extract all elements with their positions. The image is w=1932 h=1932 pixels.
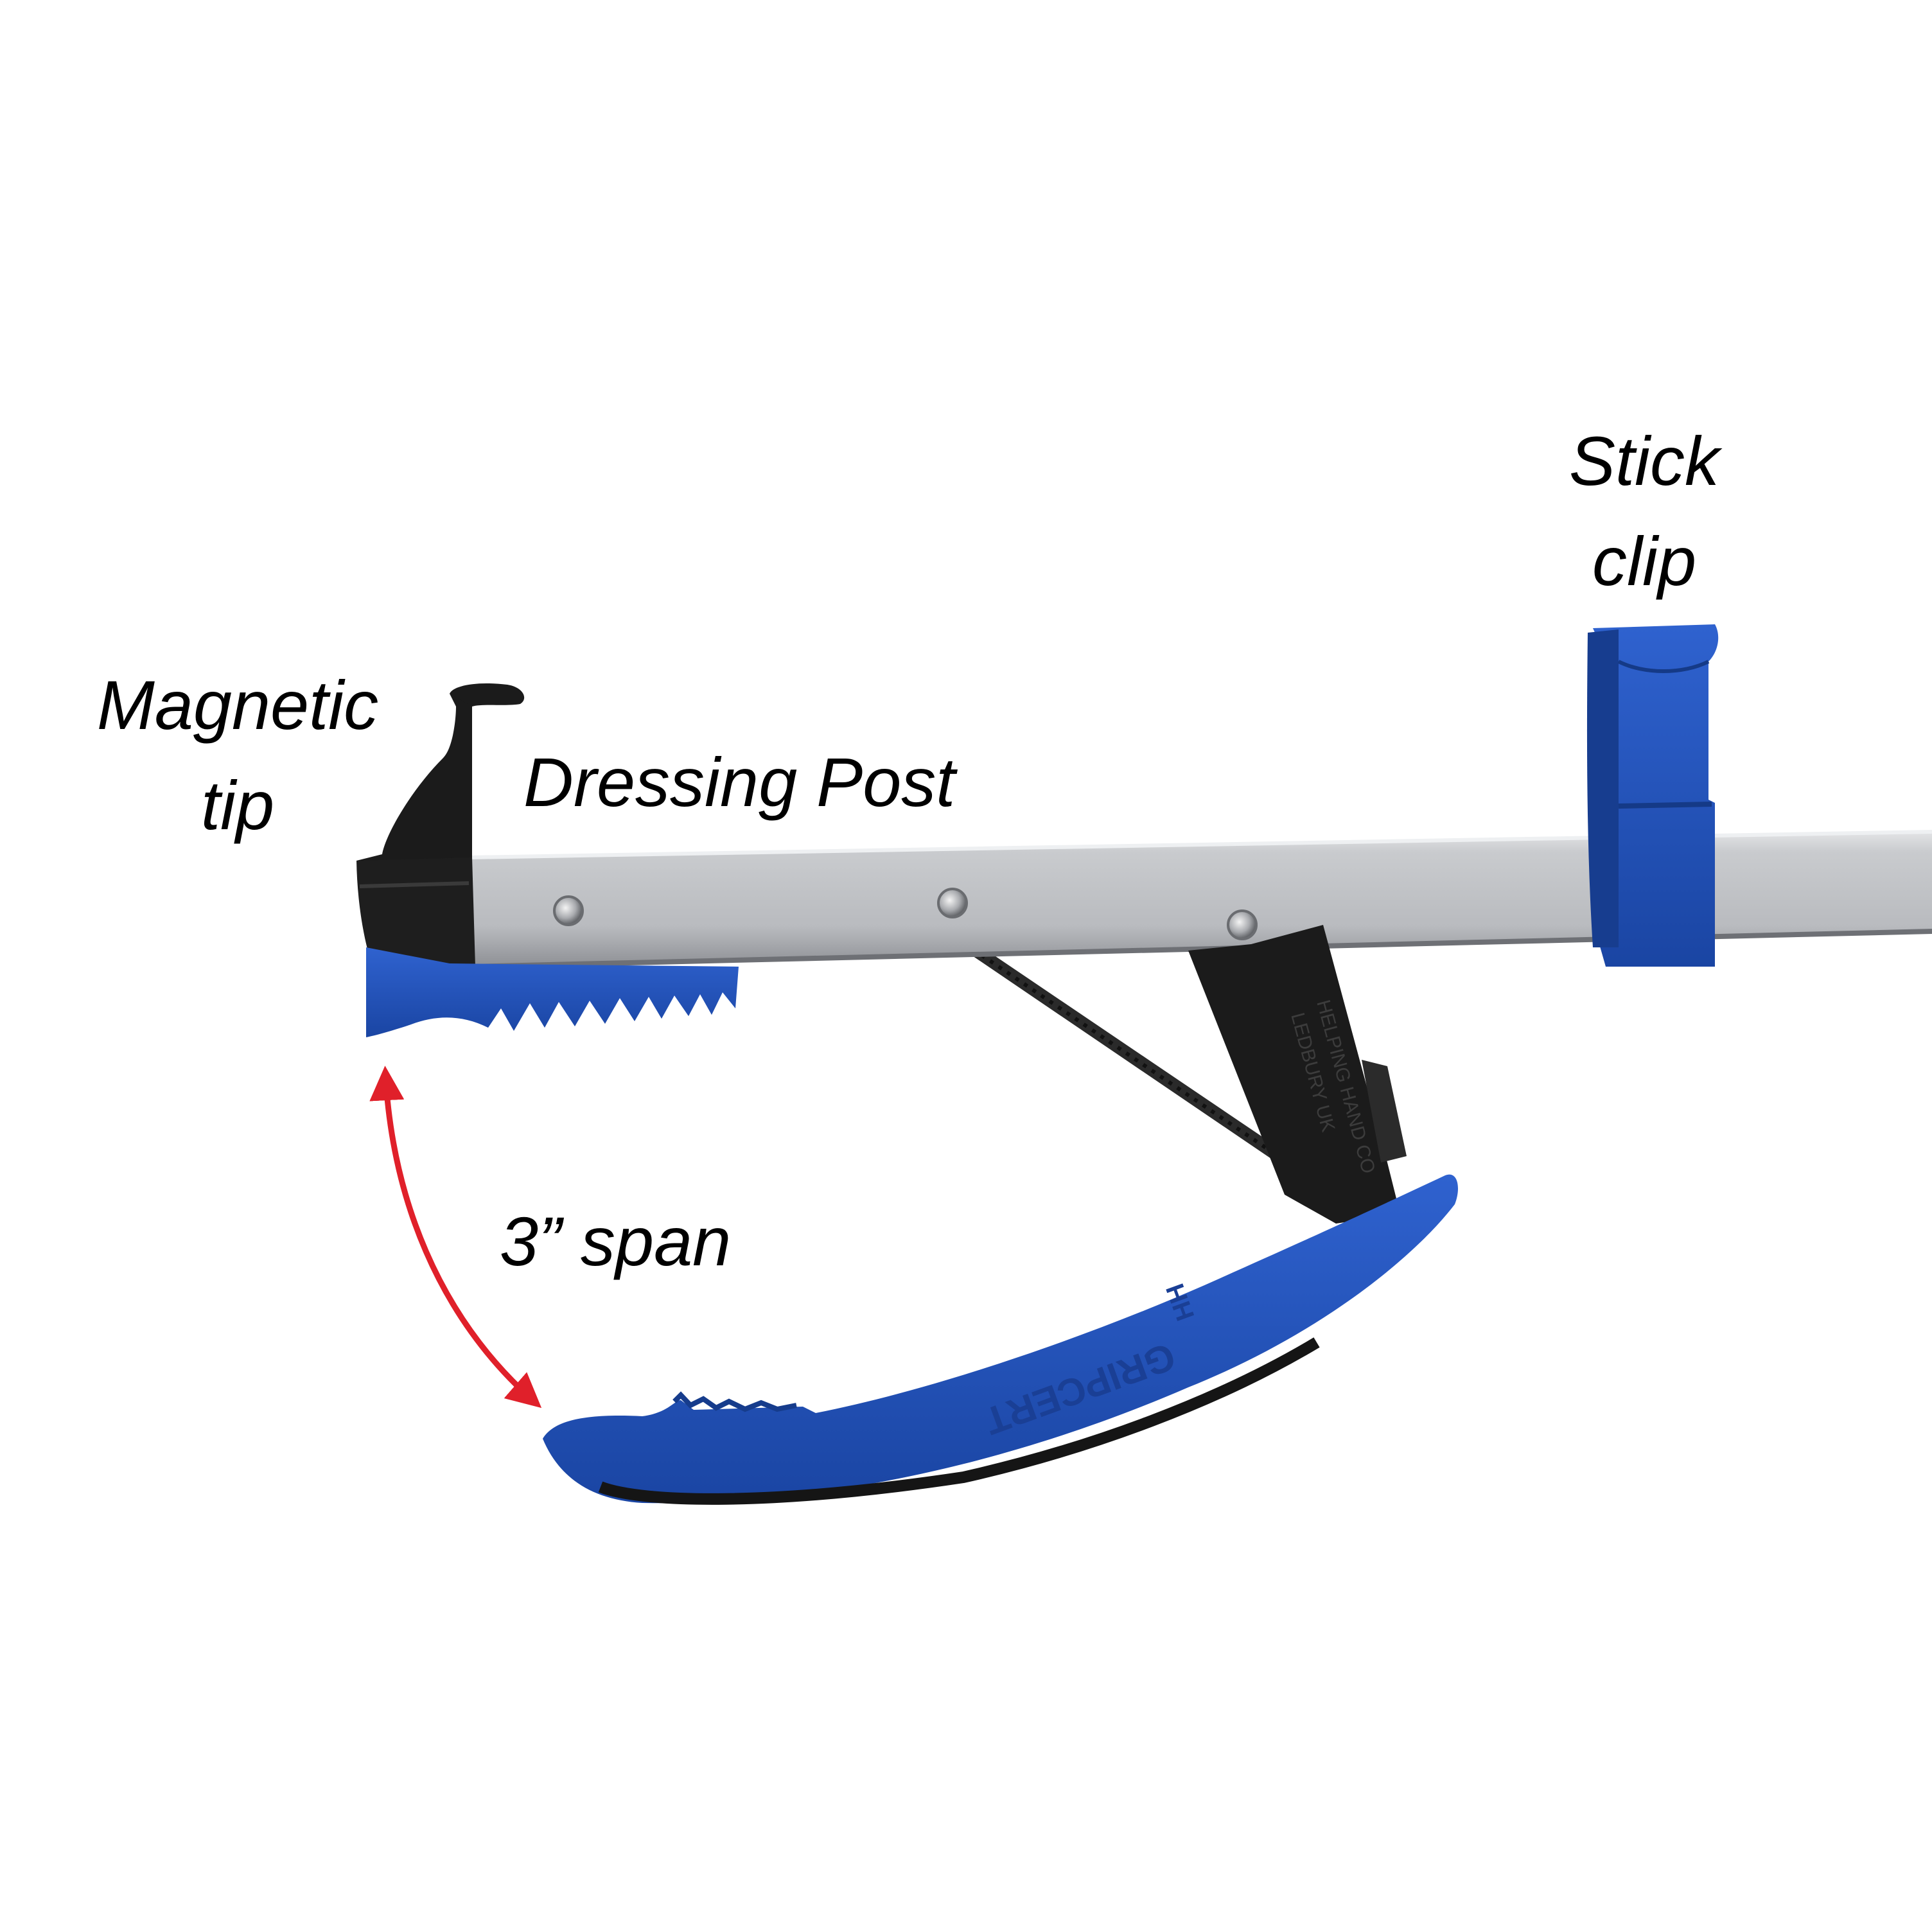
stick-clip-label: Stick clip (1509, 411, 1779, 611)
rivet (553, 895, 584, 926)
magnetic-tip-label: Magnetic tip (77, 655, 398, 856)
upper-jaw (366, 947, 739, 1037)
stick-clip-label-line1: Stick (1568, 422, 1720, 500)
dressing-post (356, 683, 525, 861)
trigger-arm: HELPING HAND CO LEDBURY UK (1188, 925, 1407, 1224)
pull-cord (967, 944, 1283, 1161)
rivet (1227, 909, 1258, 940)
rivets (553, 888, 1258, 940)
rivet (937, 888, 968, 918)
magnetic-tip-label-line2: tip (200, 766, 275, 844)
span-label: 3” span (500, 1202, 732, 1280)
dressing-post-label: Dressing Post (523, 743, 956, 821)
head-block (356, 857, 475, 967)
span-arrow (369, 1066, 542, 1409)
stick-clip (1586, 624, 1719, 967)
magnetic-tip-label-line1: Magnetic (96, 666, 379, 744)
stick-clip-label-line2: clip (1592, 522, 1697, 600)
